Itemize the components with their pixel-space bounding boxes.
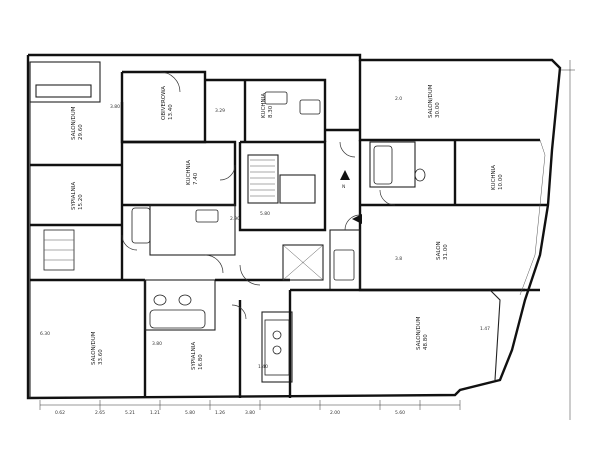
dimension-label: 5.80 bbox=[185, 410, 195, 416]
room-area: 33.60 bbox=[98, 349, 104, 365]
dimension-label: 2.00 bbox=[330, 410, 340, 416]
balcony bbox=[489, 139, 546, 381]
stair-treads bbox=[247, 154, 316, 204]
room-area: 10.00 bbox=[498, 174, 504, 190]
small-label: 1.40 bbox=[258, 364, 268, 370]
room-name: SALON bbox=[436, 241, 442, 260]
door-swings bbox=[121, 71, 396, 320]
room-name: SYPIALNIA bbox=[191, 342, 197, 370]
room-area: 8.30 bbox=[268, 105, 274, 118]
room-name: KUCHNIA bbox=[261, 93, 267, 118]
room-area: 7.40 bbox=[193, 172, 199, 185]
small-label: 2.90 bbox=[230, 216, 240, 222]
dimension-label: 2.65 bbox=[95, 410, 105, 416]
room-name: SALON/DUM bbox=[416, 316, 422, 350]
small-label: 2.0 bbox=[395, 96, 402, 102]
outer-walls bbox=[26, 53, 562, 400]
room-area: 48.80 bbox=[423, 334, 429, 350]
small-label: 3.80 bbox=[110, 104, 120, 110]
room-area: 30.00 bbox=[435, 102, 441, 118]
room-name: KUCHNIA bbox=[491, 165, 497, 190]
room-name: KUCHNIA bbox=[186, 160, 192, 185]
room-name: SALON/DUM bbox=[428, 84, 434, 118]
dimension-chain bbox=[39, 60, 575, 420]
small-label: 6.30 bbox=[40, 331, 50, 337]
room-area: 31.00 bbox=[443, 244, 449, 260]
room-name: OBIVEROWA bbox=[161, 86, 167, 120]
dimension-label: 3.80 bbox=[245, 410, 255, 416]
room-area: 15.20 bbox=[78, 194, 84, 210]
room-labels: SALON/DUM 29.60 OBIVEROWA 13.40 KUCHNIA … bbox=[71, 84, 504, 370]
north-arrow bbox=[340, 170, 362, 224]
room-area: 16.80 bbox=[198, 354, 204, 370]
dimension-labels: 0.62 2.65 5.21 1.21 5.80 1.26 3.80 2.00 … bbox=[55, 410, 405, 416]
room-name: SALON/DUM bbox=[71, 106, 77, 140]
north-arrow-label: N bbox=[342, 184, 345, 190]
room-area: 13.40 bbox=[168, 104, 174, 120]
room-name: SALON/DUM bbox=[91, 331, 97, 365]
fixtures bbox=[43, 91, 426, 376]
dimension-label: 1.26 bbox=[215, 410, 225, 416]
small-labels: 3.80 2.90 5.80 3.29 2.0 3.8 1.47 6.30 3.… bbox=[40, 96, 490, 370]
dimension-label: 1.21 bbox=[150, 410, 160, 416]
dimension-label: 5.21 bbox=[125, 410, 135, 416]
small-label: 3.80 bbox=[152, 341, 162, 347]
small-label: 5.80 bbox=[260, 211, 270, 217]
small-label: 1.47 bbox=[480, 326, 490, 332]
interior-walls bbox=[29, 60, 548, 398]
room-name: SYPIALNIA bbox=[71, 182, 77, 210]
dimension-label: 5.60 bbox=[395, 410, 405, 416]
dimension-label: 0.62 bbox=[55, 410, 65, 416]
small-label: 3.29 bbox=[215, 108, 225, 114]
room-area: 29.60 bbox=[78, 124, 84, 140]
small-label: 3.8 bbox=[395, 256, 402, 262]
